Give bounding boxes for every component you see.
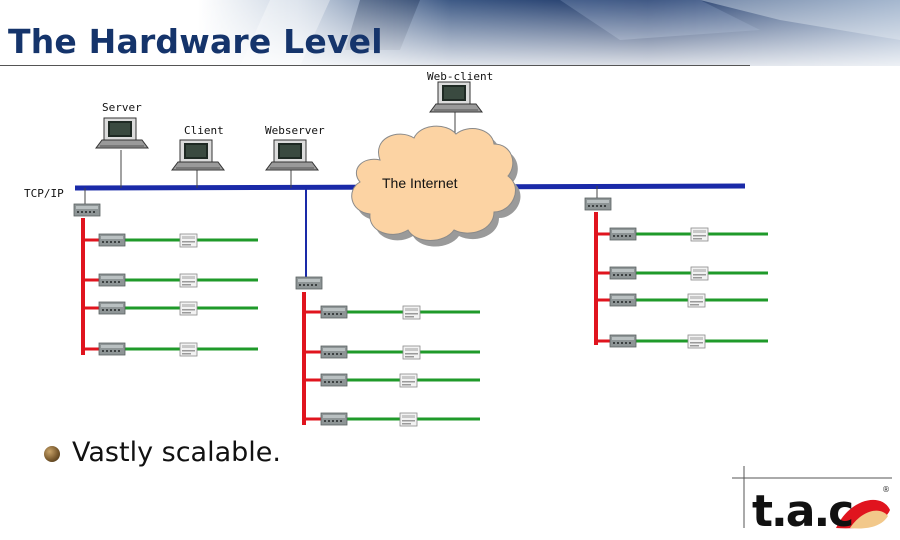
controller-icon [320,345,348,359]
controller-icon [609,266,637,280]
controller-icon [98,233,126,247]
controller-icon [320,373,348,387]
logo-registered-mark: ® [882,485,890,494]
io-module-icon [399,412,418,427]
slide-header: The Hardware Level [0,0,900,66]
client-monitor-icon [171,139,225,171]
controller-icon [320,412,348,426]
controller-icon [98,342,126,356]
tac-logo: t.a.c ® [732,466,900,537]
server-monitor-icon [95,117,149,149]
controller-icon [98,301,126,315]
io-module-icon [179,273,198,288]
tcpip-label: TCP/IP [24,187,64,200]
controller-icon [320,305,348,319]
io-module-icon [690,266,709,281]
web-client-label: Web-client [427,70,494,83]
io-module-icon [402,345,421,360]
webserver-monitor-icon [265,139,319,171]
left-controller-icon [73,203,101,217]
controller-icon [609,293,637,307]
io-module-icon [179,301,198,316]
io-module-icon [399,373,418,388]
mid-device-row [346,310,480,421]
server-label: Server [102,101,142,114]
controller-icon [609,334,637,348]
header-background [0,0,900,66]
title-divider [0,65,750,66]
logo-text: t.a.c [752,486,852,532]
mid-controller-icon [295,276,323,290]
right-controller-icon [584,197,612,211]
controller-icon [98,273,126,287]
io-module-icon [687,334,706,349]
bullet-icon [44,446,60,462]
controller-icon [609,227,637,241]
page-title: The Hardware Level [8,22,383,61]
internet-label: The Internet [382,175,458,191]
right-device-row [636,232,768,343]
left-device-row [124,238,258,351]
io-module-icon [687,293,706,308]
cloud-icon [351,125,521,247]
webserver-label: Webserver [265,124,325,137]
client-label: Client [184,124,224,137]
io-module-icon [179,233,198,248]
web-client-monitor-icon [429,81,483,113]
io-module-icon [690,227,709,242]
io-module-icon [179,342,198,357]
bullet-text: Vastly scalable. [72,437,281,468]
io-module-icon [402,305,421,320]
